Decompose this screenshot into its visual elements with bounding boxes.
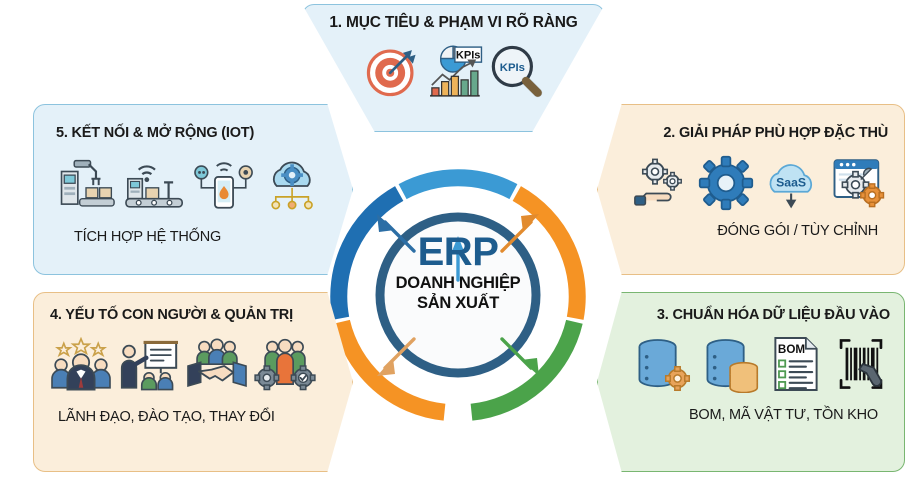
card-data-standardization[interactable]: 3. CHUẨN HÓA DỮ LIỆU ĐẦU VÀO — [597, 292, 905, 472]
card-right-bottom-title: 3. CHUẨN HÓA DỮ LIỆU ĐẦU VÀO — [656, 307, 890, 323]
card-people-governance[interactable]: 4. YẾU TỐ CON NGƯỜI & QUẢN TRỊ — [33, 292, 353, 472]
erp-subtitle-line1: DOANH NGHIỆP — [395, 274, 521, 292]
browser-gear-wrench-icon — [833, 159, 885, 208]
leadership-stars-icon — [51, 337, 111, 391]
card-objectives-scope[interactable]: 1. MỤC TIÊU & PHẠM VI RÕ RÀNG KPIs — [302, 4, 605, 132]
card-top-icons: KPIs KPIs — [363, 42, 545, 100]
database-gear-icon — [638, 339, 691, 392]
card-connectivity-iot[interactable]: 5. KẾT NỐI & MỞ RỘNG (IOT) — [33, 104, 353, 275]
card-tailored-solution[interactable]: 2. GIẢI PHÁP PHÙ HỢP ĐẶC THÙ — [597, 104, 905, 275]
saas-label: SaaS — [776, 176, 806, 190]
target-arrow-icon — [366, 49, 416, 97]
hand-gears-icon — [634, 158, 682, 206]
iot-mobile-sensors-icon — [194, 162, 253, 209]
card-left-bottom-caption: LÃNH ĐẠO, ĐÀO TẠO, THAY ĐỔI — [58, 409, 275, 425]
kpi-chart-label: KPIs — [455, 50, 480, 62]
card-right-top-icons: SaaS — [634, 155, 888, 211]
robot-arm-conveyor-icon — [60, 159, 115, 207]
magnifier-kpis-label: KPIs — [499, 62, 524, 74]
card-right-bottom-caption: BOM, MÃ VẬT TƯ, TỒN KHO — [688, 407, 878, 423]
ring-segment-left-orange — [333, 319, 446, 421]
handshake-team-icon — [187, 338, 247, 388]
card-right-top-caption: ĐÓNG GÓI / TÙY CHỈNH — [717, 223, 878, 239]
bom-document-icon: BOM — [774, 337, 818, 391]
erp-hub-label: ERP DOANH NGHIỆP SẢN XUẤT — [372, 232, 544, 311]
smart-conveyor-wifi-icon — [125, 165, 184, 208]
bom-label: BOM — [778, 343, 805, 356]
card-top-title: 1. MỤC TIÊU & PHẠM VI RÕ RÀNG — [329, 14, 578, 31]
arrow-lower-right — [500, 337, 539, 376]
magnifier-kpis-icon: KPIs — [491, 45, 542, 98]
gear-icon — [698, 155, 754, 211]
database-coins-icon — [706, 339, 759, 393]
card-right-top-title: 2. GIẢI PHÁP PHÙ HỢP ĐẶC THÙ — [663, 125, 888, 141]
card-right-bottom-icons: BOM — [634, 335, 890, 393]
card-left-top-icons — [56, 157, 324, 215]
ring-segment-right-green — [470, 319, 583, 421]
ring-segment-top — [398, 169, 518, 200]
erp-title: ERP — [417, 230, 499, 274]
saas-cloud-icon: SaaS — [769, 164, 813, 209]
card-left-top-caption: TÍCH HỢP HỆ THỐNG — [74, 229, 222, 245]
erp-subtitle-line2: SẢN XUẤT — [417, 293, 499, 312]
barcode-scanner-icon — [839, 339, 883, 389]
card-left-bottom-icons — [50, 337, 316, 395]
kpi-chart-icon: KPIs — [429, 45, 482, 97]
card-left-bottom-title: 4. YẾU TỐ CON NGƯỜI & QUẢN TRỊ — [50, 307, 293, 323]
cloud-gear-network-icon — [271, 161, 313, 210]
arrow-lower-left — [377, 337, 416, 376]
card-left-top-title: 5. KẾT NỐI & MỞ RỘNG (IOT) — [56, 125, 255, 141]
training-presentation-icon — [120, 340, 178, 391]
team-gears-check-icon — [254, 338, 316, 391]
